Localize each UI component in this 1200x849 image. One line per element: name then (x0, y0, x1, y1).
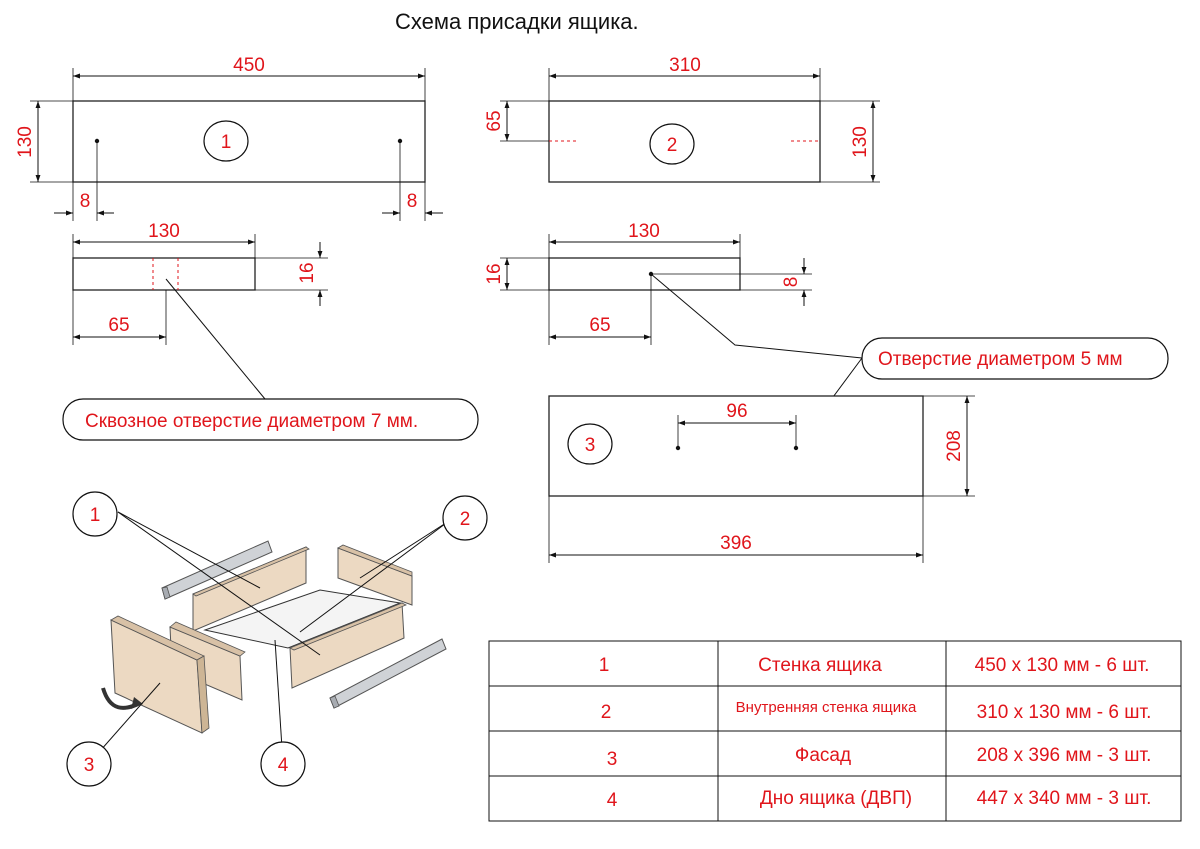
table-row-4-size: 447 х 340 мм - 3 шт. (977, 788, 1152, 809)
table-row-2-num: 2 (601, 702, 612, 723)
table-row-2-name: Внутренняя стенка ящика (736, 699, 917, 716)
part-1-number: 1 (221, 132, 232, 153)
part-3-hole-spacing-label: 96 (726, 401, 747, 422)
callout-hole-5mm-text: Отверстие диаметром 5 мм (878, 349, 1123, 370)
callout-through-hole: Сквозное отверстие диаметром 7 мм. (62, 278, 479, 441)
part-1-width-label: 450 (233, 55, 265, 76)
assembly-bottom-board (203, 589, 402, 649)
assembly-label-3-bubble (66, 741, 112, 787)
part-1-edge-width-label: 130 (148, 221, 180, 242)
part-2-edge-depth-label: 8 (781, 277, 802, 288)
part-3-number: 3 (585, 435, 596, 456)
assembly-label-4: 4 (278, 755, 289, 776)
table-row-2-size: 310 х 130 мм - 6 шт. (977, 702, 1152, 723)
part-2-number-bubble (649, 123, 695, 165)
table-row-1-name: Стенка ящика (758, 655, 882, 676)
table-row-1-size: 450 х 130 мм - 6 шт. (975, 655, 1150, 676)
part-3-width-label: 396 (720, 533, 752, 554)
part-1-number-bubble (203, 120, 249, 162)
part-3-front-view: 3 96 208 396 (548, 395, 975, 563)
part-2-height-label: 130 (850, 126, 871, 158)
assembly-label-3: 3 (84, 755, 95, 776)
part-1-offset-left-label: 8 (80, 191, 91, 212)
callout-hole-5mm-box (861, 337, 1169, 380)
callout-through-hole-box (62, 398, 479, 441)
table-row-3-size: 208 х 396 мм - 3 шт. (977, 745, 1152, 766)
table-row-3-num: 3 (607, 749, 618, 770)
part-3-hole-right (793, 445, 799, 451)
part-1-panel (72, 100, 426, 183)
table-row-4-name: Дно ящика (ДВП) (760, 788, 912, 809)
parts-table: 1 Стенка ящика 450 х 130 мм - 6 шт. 2 Вн… (488, 640, 1182, 822)
part-2-edge-width-label: 130 (628, 221, 660, 242)
part-1-offset-right-label: 8 (407, 191, 418, 212)
diagram-title: Схема присадки ящика. (395, 9, 639, 34)
part-1-front-view: 1 450 130 8 8 (15, 55, 443, 221)
part-1-edge-panel (72, 257, 256, 291)
part-2-edge-thickness-label: 16 (484, 263, 505, 284)
part-3-hole-left (675, 445, 681, 451)
table-row-1-num: 1 (599, 655, 610, 676)
assembly-label-2-bubble (442, 495, 488, 541)
table-row-4-num: 4 (607, 790, 618, 811)
assembly-label-4-bubble (260, 741, 306, 787)
assembly-label-1-bubble (72, 491, 118, 537)
callout-through-hole-text: Сквозное отверстие диаметром 7 мм. (85, 411, 418, 432)
assembly-label-2: 2 (460, 509, 471, 530)
part-3-height-label: 208 (944, 430, 965, 462)
part-2-edge-center-label: 65 (589, 315, 610, 336)
part-1-height-label: 130 (15, 126, 36, 158)
part-3-number-bubble (567, 423, 613, 465)
part-2-edge-view: 130 16 8 65 (484, 221, 812, 345)
assembly-exploded-view: 1 2 3 4 (66, 491, 488, 787)
part-1-edge-thickness-label: 16 (297, 262, 318, 283)
part-2-front-view: 2 310 130 65 (484, 55, 880, 183)
part-2-number: 2 (667, 135, 678, 156)
table-row-3-name: Фасад (795, 745, 851, 766)
part-1-edge-center-label: 65 (108, 315, 129, 336)
part-1-edge-view: 130 16 65 (72, 221, 328, 345)
assembly-label-1: 1 (90, 505, 101, 526)
part-2-width-label: 310 (669, 55, 701, 76)
part-2-hole-height-label: 65 (484, 110, 505, 131)
callout-hole-5mm: Отверстие диаметром 5 мм (650, 273, 1169, 448)
